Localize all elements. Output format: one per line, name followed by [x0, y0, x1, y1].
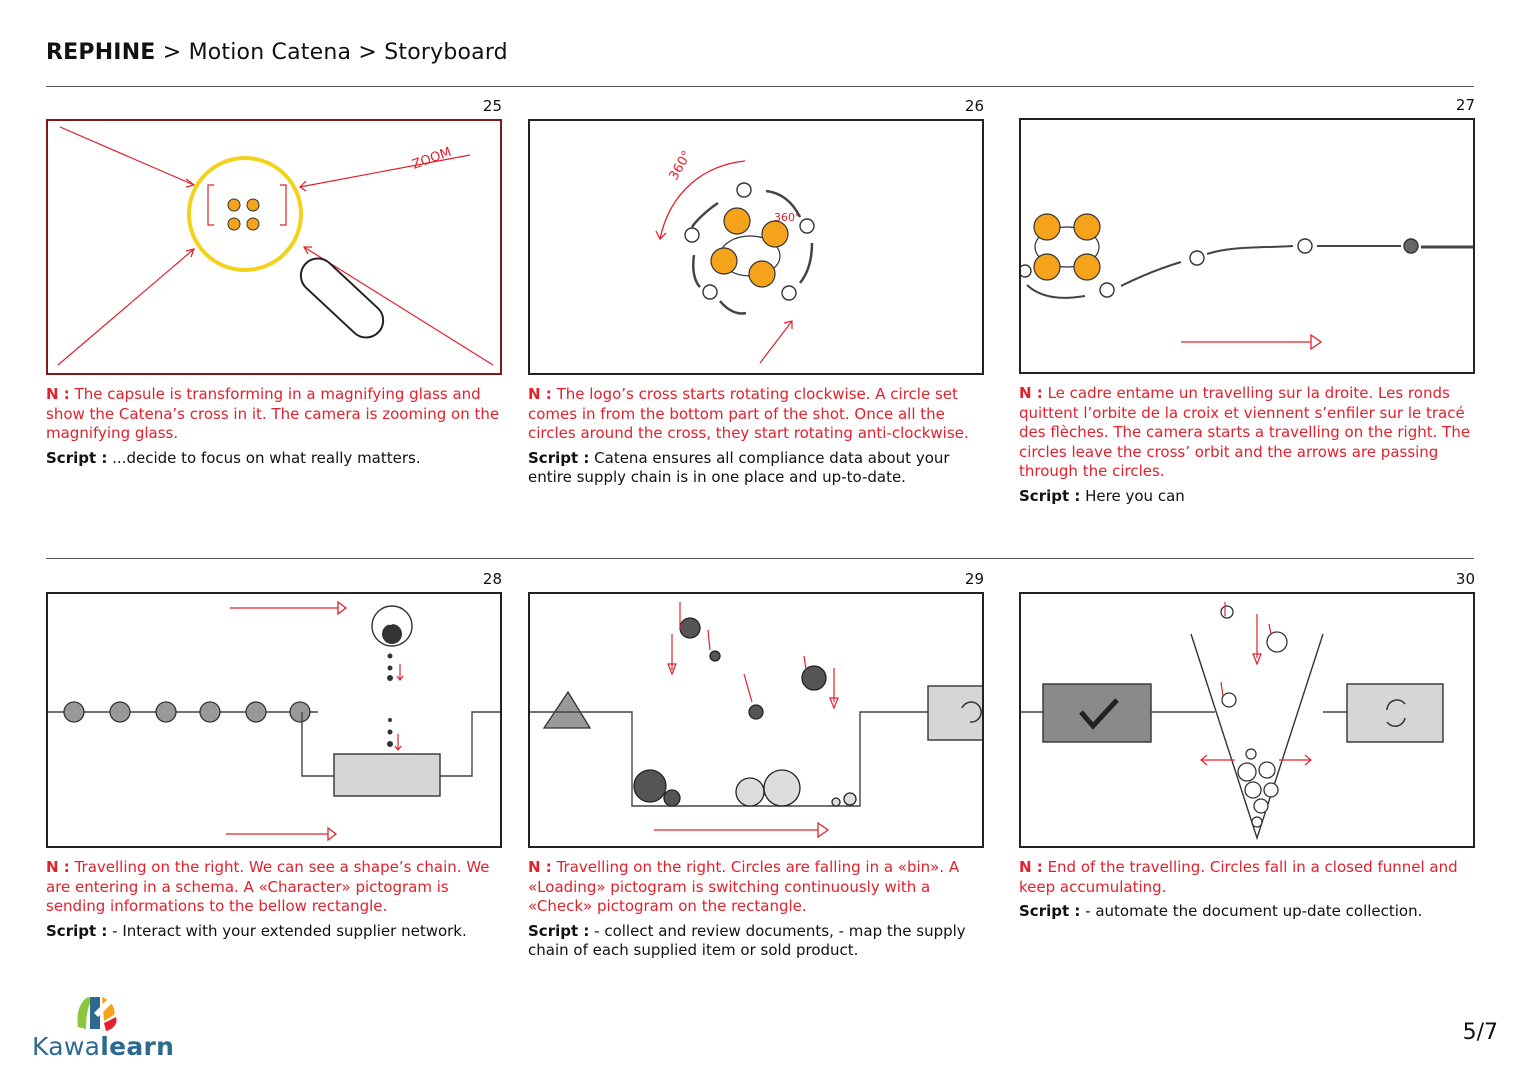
sketch-frame: 360° 360°: [528, 119, 984, 375]
script-line: Script : - Interact with your extended s…: [46, 922, 502, 942]
breadcrumb: REPHINE > Motion Catena > Storyboard: [46, 40, 508, 65]
note-text: Le cadre entame un travelling sur la dro…: [1019, 384, 1471, 480]
rotation-label: 360°: [666, 148, 695, 183]
sketch-shape-chain: [48, 600, 500, 842]
narration-note: N : Travelling on the right. We can see …: [46, 858, 502, 917]
narration-note: N : The logo’s cross starts rotating clo…: [528, 385, 984, 444]
panel-number: 25: [482, 97, 502, 115]
note-label: N :: [1019, 858, 1043, 876]
sketch-frame: [1019, 592, 1475, 848]
sketch-rotating-cross: 360° 360°: [655, 148, 815, 364]
narration-note: N : Travelling on the right. Circles are…: [528, 858, 984, 917]
breadcrumb-separator: >: [351, 40, 385, 65]
narration-note: N : Le cadre entame un travelling sur la…: [1019, 384, 1475, 482]
note-label: N :: [528, 385, 552, 403]
panel-number: 29: [964, 570, 984, 588]
note-text: Travelling on the right. Circles are fal…: [528, 858, 960, 915]
script-text: ...decide to focus on what really matter…: [112, 448, 421, 467]
page-number: 5/7: [1462, 1020, 1498, 1045]
script-label: Script :: [528, 448, 590, 467]
script-line: Script : - automate the document up-date…: [1019, 902, 1475, 922]
note-label: N :: [46, 385, 70, 403]
script-line: Script : - collect and review documents,…: [528, 922, 984, 961]
panel-notes: N : Travelling on the right. We can see …: [46, 858, 502, 941]
note-label: N :: [1019, 384, 1043, 402]
logo-wordmark: Kawalearn: [32, 1032, 174, 1061]
script-label: Script :: [46, 448, 108, 467]
zoom-label: ZOOM: [410, 145, 453, 173]
panel-notes: N : The capsule is transforming in a mag…: [46, 385, 502, 468]
script-label: Script :: [46, 921, 108, 940]
note-label: N :: [46, 858, 70, 876]
note-text: Travelling on the right. We can see a sh…: [46, 858, 490, 915]
sketch-frame: [528, 592, 984, 848]
script-text: Here you can: [1085, 486, 1185, 505]
breadcrumb-page: Storyboard: [384, 40, 508, 65]
note-text: The logo’s cross starts rotating clockwi…: [528, 385, 969, 442]
script-line: Script : ...decide to focus on what real…: [46, 449, 502, 469]
sketch-frame: ZOOM: [46, 119, 502, 375]
panel-number: 27: [1455, 96, 1475, 114]
narration-note: N : The capsule is transforming in a mag…: [46, 385, 502, 444]
divider-middle: [46, 558, 1474, 559]
logo-text-kawa: Kawa: [32, 1032, 101, 1061]
script-label: Script :: [1019, 486, 1081, 505]
panel-notes: N : End of the travelling. Circles fall …: [1019, 858, 1475, 922]
script-label: Script :: [528, 921, 590, 940]
logo-text-learn: learn: [100, 1032, 175, 1061]
script-text: Catena ensures all compliance data about…: [528, 448, 950, 487]
narration-note: N : End of the travelling. Circles fall …: [1019, 858, 1475, 897]
panel-number: 26: [964, 97, 984, 115]
note-text: The capsule is transforming in a magnify…: [46, 385, 500, 442]
script-label: Script :: [1019, 902, 1081, 920]
panel-notes: N : Le cadre entame un travelling sur la…: [1019, 384, 1475, 506]
script-line: Script : Catena ensures all compliance d…: [528, 449, 984, 488]
brand-name: REPHINE: [46, 40, 156, 65]
sketch-zoom-magnifier: ZOOM: [57, 126, 494, 366]
script-line: Script : Here you can: [1019, 487, 1475, 507]
rotation-label-small: 360°: [774, 211, 801, 224]
panel-notes: N : The logo’s cross starts rotating clo…: [528, 385, 984, 488]
script-text: - collect and review documents, - map th…: [528, 921, 966, 960]
divider-top: [46, 86, 1474, 87]
note-label: N :: [528, 858, 552, 876]
panel-number: 30: [1455, 570, 1475, 588]
sketch-closed-funnel: [1021, 602, 1444, 841]
breadcrumb-project: Motion Catena: [188, 40, 352, 65]
panel-notes: N : Travelling on the right. Circles are…: [528, 858, 984, 961]
breadcrumb-separator: >: [155, 40, 189, 65]
note-text: End of the travelling. Circles fall in a…: [1019, 858, 1458, 896]
sketch-frame: [46, 592, 502, 848]
script-text: - Interact with your extended supplier n…: [112, 921, 467, 940]
kawalearn-logo: [77, 997, 117, 1031]
sketch-falling-bin: [530, 602, 982, 839]
sketch-frame: [1019, 118, 1475, 374]
script-text: - automate the document up-date collecti…: [1085, 902, 1423, 920]
sketch-travelling-right: [1021, 213, 1473, 351]
panel-number: 28: [482, 570, 502, 588]
